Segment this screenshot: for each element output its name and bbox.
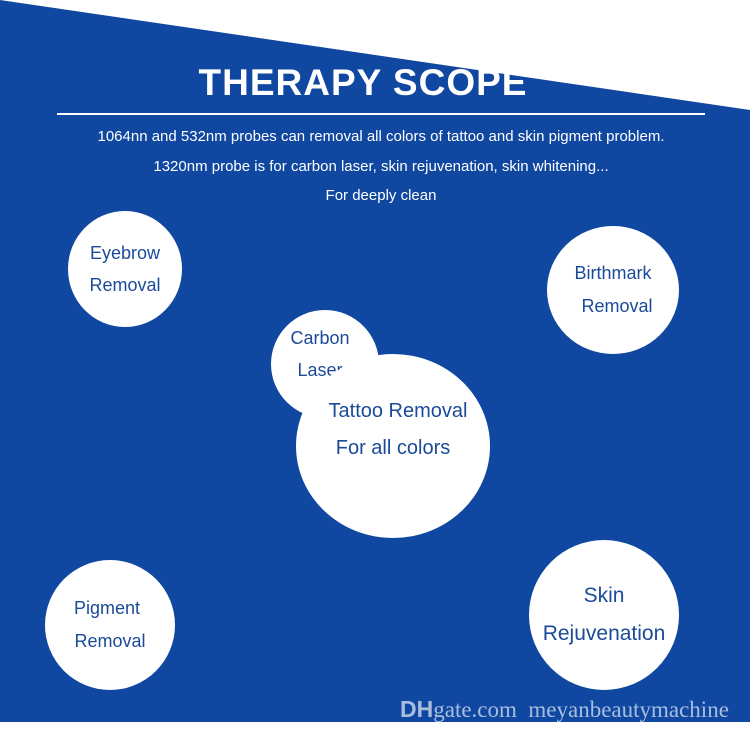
- watermark-domain: gate.com: [433, 697, 517, 722]
- dhgate-logo: DH: [400, 696, 434, 722]
- circle-label: Eyebrow: [89, 242, 161, 263]
- circle-label: Carbon: [290, 327, 350, 348]
- watermark: DHgate.com meyanbeautymachine: [400, 696, 729, 723]
- circle-label: Rejuvenation: [542, 622, 666, 645]
- circle-label: Removal: [89, 275, 161, 295]
- title-divider: [57, 113, 705, 115]
- description-line-2: 1320nm probe is for carbon laser, skin r…: [153, 158, 609, 175]
- description-line-1: 1064nn and 532nm probes can removal all …: [97, 128, 665, 145]
- circle-label: Removal: [74, 631, 146, 651]
- pigment-removal-circle: Pigment Removal: [45, 560, 175, 690]
- skin-rejuvenation-circle: Skin Rejuvenation: [529, 540, 679, 690]
- circle-label: Tattoo Removal: [328, 400, 468, 422]
- description-line-3: For deeply clean: [325, 187, 437, 204]
- circle-label: For all colors: [335, 437, 451, 459]
- tattoo-removal-circle: Tattoo Removal For all colors: [296, 354, 490, 538]
- circle-label: Pigment: [73, 597, 141, 618]
- page-title: THERAPY SCOPE: [198, 62, 528, 103]
- circle-label: Skin: [583, 584, 625, 608]
- watermark-store: meyanbeautymachine: [528, 697, 729, 722]
- eyebrow-removal-circle: Eyebrow Removal: [68, 211, 182, 327]
- birthmark-removal-circle: Birthmark Removal: [547, 226, 679, 354]
- circle-label: Birthmark: [574, 262, 652, 283]
- circle-label: Removal: [581, 296, 653, 316]
